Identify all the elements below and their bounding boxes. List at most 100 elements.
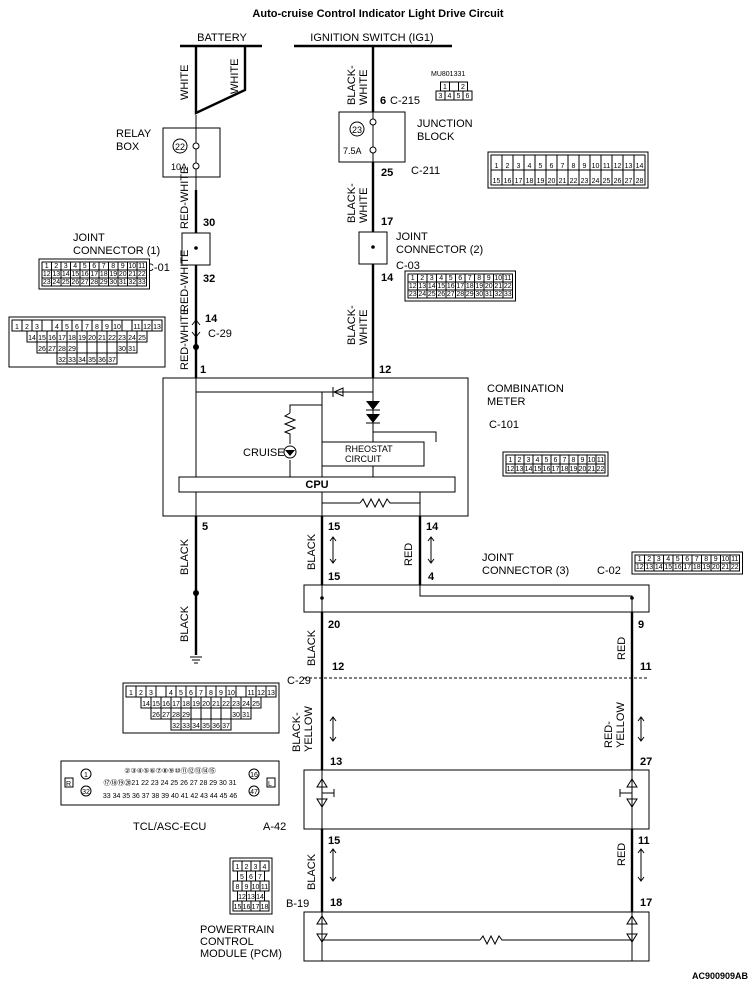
pin-number: 25 bbox=[252, 701, 260, 708]
pin-number: 16 bbox=[504, 178, 512, 185]
pcm-module bbox=[303, 911, 650, 962]
relay-box bbox=[162, 127, 221, 178]
pin-number: 21 bbox=[559, 178, 567, 185]
pin-number: 26 bbox=[614, 178, 622, 185]
joint-connector-1 bbox=[181, 232, 211, 266]
pin-number: 29 bbox=[182, 712, 190, 719]
pin-number: 31 bbox=[119, 279, 127, 286]
pin-number: 6 bbox=[685, 556, 689, 563]
pin-number: 27 bbox=[447, 291, 455, 298]
pin-cell bbox=[86, 341, 98, 354]
pin-13: 13 bbox=[330, 756, 342, 768]
pin-cell bbox=[502, 289, 513, 299]
pin-number: 4 bbox=[55, 324, 59, 331]
diagram-title: Auto-cruise Control Indicator Light Driv… bbox=[252, 8, 504, 20]
pin-number: 33 bbox=[68, 357, 76, 364]
pin-number: 5 bbox=[240, 874, 244, 881]
pin-number: 18 bbox=[466, 283, 474, 290]
pin-number: 27 bbox=[48, 346, 56, 353]
pin-number: 15 bbox=[493, 178, 501, 185]
pin-number: 1 bbox=[411, 275, 415, 282]
pin-number: 5 bbox=[457, 93, 461, 100]
pin-number: 19 bbox=[192, 701, 200, 708]
pin-number: 12 bbox=[143, 324, 151, 331]
tcl-ecu-code: A-42 bbox=[263, 821, 286, 833]
pin-number: 25 bbox=[603, 178, 611, 185]
pin-number: 9 bbox=[105, 324, 109, 331]
pin-number: 35 bbox=[88, 357, 96, 364]
pin-cell bbox=[595, 463, 606, 474]
pin-number: 22 bbox=[222, 701, 230, 708]
pin-17: 17 bbox=[381, 216, 393, 228]
pin-27: 27 bbox=[640, 756, 652, 768]
pin-number: 16 bbox=[48, 335, 56, 342]
battery-label: BATTERY bbox=[197, 32, 247, 44]
pin-number: 17 bbox=[515, 178, 523, 185]
wire-color-black-white-1: BLACK-WHITE bbox=[346, 65, 370, 105]
wire-color-black-yellow: BLACK-YELLOW bbox=[291, 706, 315, 752]
pin-number: 26 bbox=[71, 279, 79, 286]
pin-number: 12 bbox=[636, 564, 644, 571]
pin-number: 8 bbox=[477, 275, 481, 282]
pin-number: 16 bbox=[81, 271, 89, 278]
junction-fuse-number: 23 bbox=[352, 125, 362, 135]
pin-number: 31 bbox=[485, 291, 493, 298]
pin-number: 21 bbox=[128, 271, 136, 278]
pin-number: 12 bbox=[43, 271, 51, 278]
pin-number: 23 bbox=[43, 279, 51, 286]
pin-number: 11 bbox=[603, 163, 610, 170]
joint-connector-3 bbox=[303, 584, 650, 613]
pin-number: 11 bbox=[247, 690, 254, 697]
pin-number: 8 bbox=[572, 163, 576, 170]
pin-number: 28 bbox=[172, 712, 180, 719]
pcm-code: B-19 bbox=[286, 898, 309, 910]
pin-15-jc3: 15 bbox=[328, 571, 340, 583]
pin-number: 24 bbox=[52, 279, 60, 286]
pin-number: 16 bbox=[243, 904, 251, 911]
pin-number: 15 bbox=[71, 271, 79, 278]
pin-11-c29: 11 bbox=[640, 661, 652, 673]
pin-20: 20 bbox=[328, 619, 340, 631]
pin-number: 30 bbox=[118, 346, 126, 353]
pin-number: 14 bbox=[428, 283, 436, 290]
wire-color-black-1: BLACK bbox=[179, 538, 191, 575]
pin-number: 18 bbox=[100, 271, 108, 278]
pin-number: 13 bbox=[625, 163, 633, 170]
pin-number: 7 bbox=[563, 457, 567, 464]
pin-number: 11 bbox=[261, 884, 268, 891]
pin-4: 4 bbox=[428, 571, 435, 583]
pin-cell bbox=[462, 90, 473, 101]
pin-30: 30 bbox=[203, 217, 215, 229]
pin-number: 13 bbox=[52, 271, 60, 278]
pin-number: 24 bbox=[242, 701, 250, 708]
pin-number: 8 bbox=[209, 690, 213, 697]
pin-number: 6 bbox=[249, 874, 253, 881]
pin-number: 7 bbox=[199, 690, 203, 697]
joint-connector-1-code: C-01 bbox=[146, 262, 170, 274]
pin-number: 36 bbox=[212, 723, 220, 730]
pin-number: 19 bbox=[702, 564, 710, 571]
pin-number: 15 bbox=[152, 701, 160, 708]
cruise-indicator-label: CRUISE bbox=[243, 447, 285, 459]
pin-number: 3 bbox=[439, 93, 443, 100]
pin-number: 20 bbox=[119, 271, 127, 278]
pin-cell bbox=[220, 718, 232, 731]
pin-cell bbox=[200, 707, 212, 720]
pin-cell bbox=[106, 341, 118, 354]
pin-number: 8 bbox=[95, 324, 99, 331]
pin-number: 16 bbox=[447, 283, 455, 290]
pin-number: 34 bbox=[192, 723, 200, 730]
pin-number: 2 bbox=[647, 556, 651, 563]
pin-number: 10 bbox=[113, 324, 121, 331]
pin-number: 25 bbox=[62, 279, 70, 286]
pin-number: 20 bbox=[88, 335, 96, 342]
